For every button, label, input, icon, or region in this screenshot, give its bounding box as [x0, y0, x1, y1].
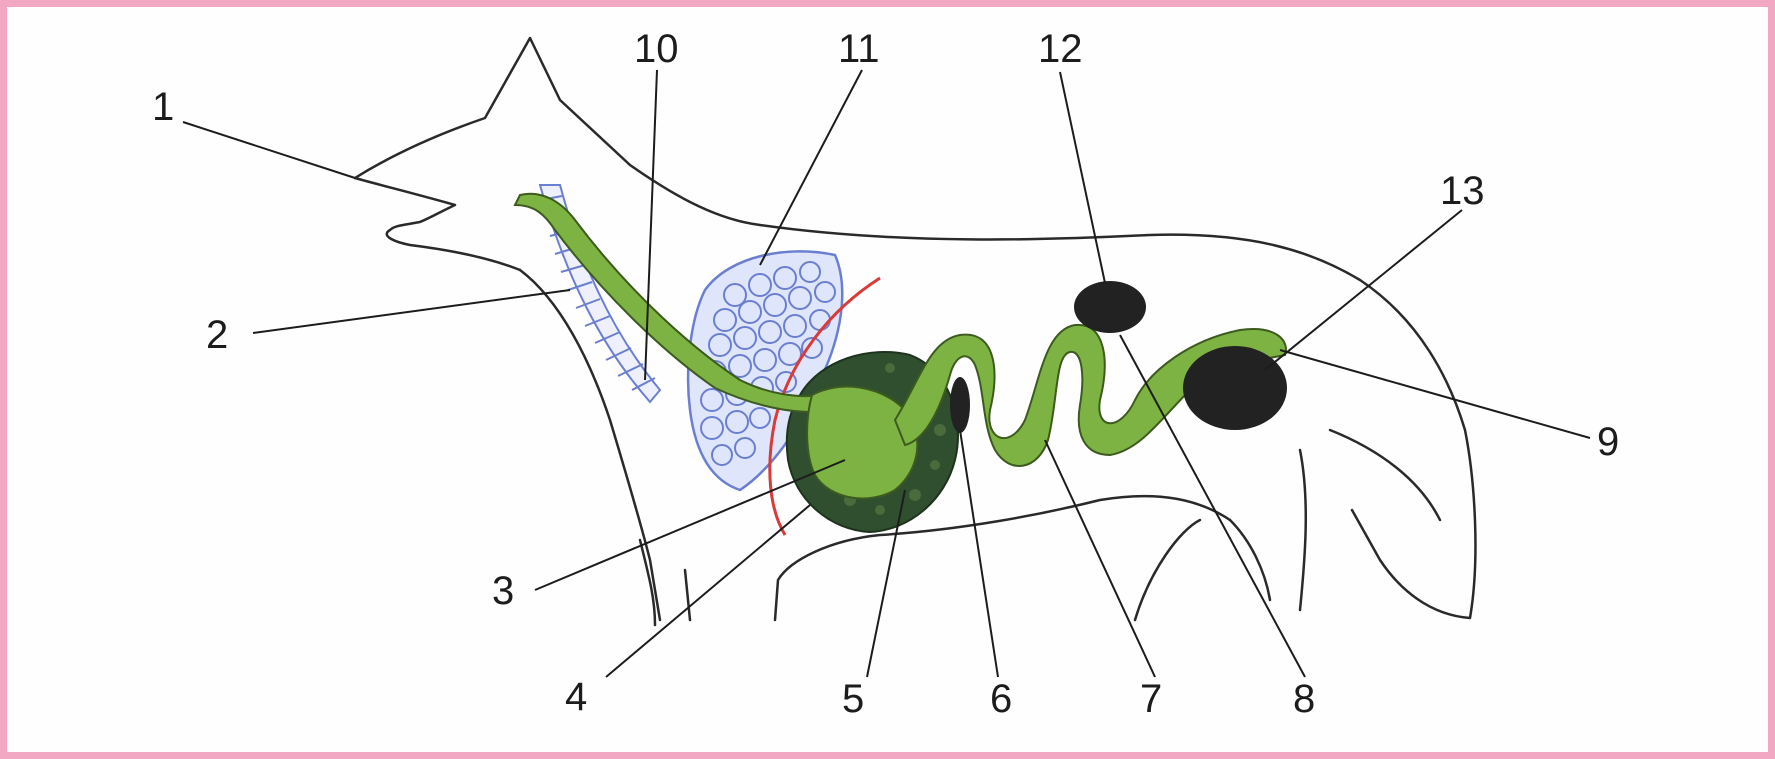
- muzzle-outline: [355, 178, 520, 270]
- label-9: 9: [1597, 420, 1619, 464]
- leader-13: [1265, 210, 1462, 370]
- label-5: 5: [842, 677, 864, 721]
- label-3: 3: [492, 569, 514, 613]
- label-1: 1: [152, 85, 174, 129]
- kidney-organ-12: [1074, 281, 1146, 333]
- leader-1: [183, 122, 355, 178]
- leader-3: [535, 460, 845, 590]
- label-11: 11: [838, 27, 880, 71]
- leader-7: [1045, 440, 1155, 677]
- label-2: 2: [206, 313, 228, 357]
- leader-12: [1060, 72, 1105, 283]
- leader-11: [760, 70, 862, 265]
- label-7: 7: [1140, 677, 1162, 721]
- label-10: 10: [634, 27, 679, 71]
- leader-4: [606, 505, 810, 677]
- hind-leg-outline: [1135, 450, 1306, 620]
- bladder-organ-13: [1183, 346, 1287, 430]
- tail-outline: [1330, 430, 1440, 520]
- spleen-organ-6: [950, 377, 970, 433]
- label-12: 12: [1038, 27, 1083, 71]
- label-8: 8: [1293, 677, 1315, 721]
- leader-6: [960, 430, 998, 677]
- label-6: 6: [990, 677, 1012, 721]
- label-4: 4: [565, 675, 587, 719]
- leader-9: [1280, 350, 1590, 438]
- animal-outline: [355, 38, 1475, 625]
- leader-2: [253, 290, 570, 333]
- label-13: 13: [1440, 169, 1485, 213]
